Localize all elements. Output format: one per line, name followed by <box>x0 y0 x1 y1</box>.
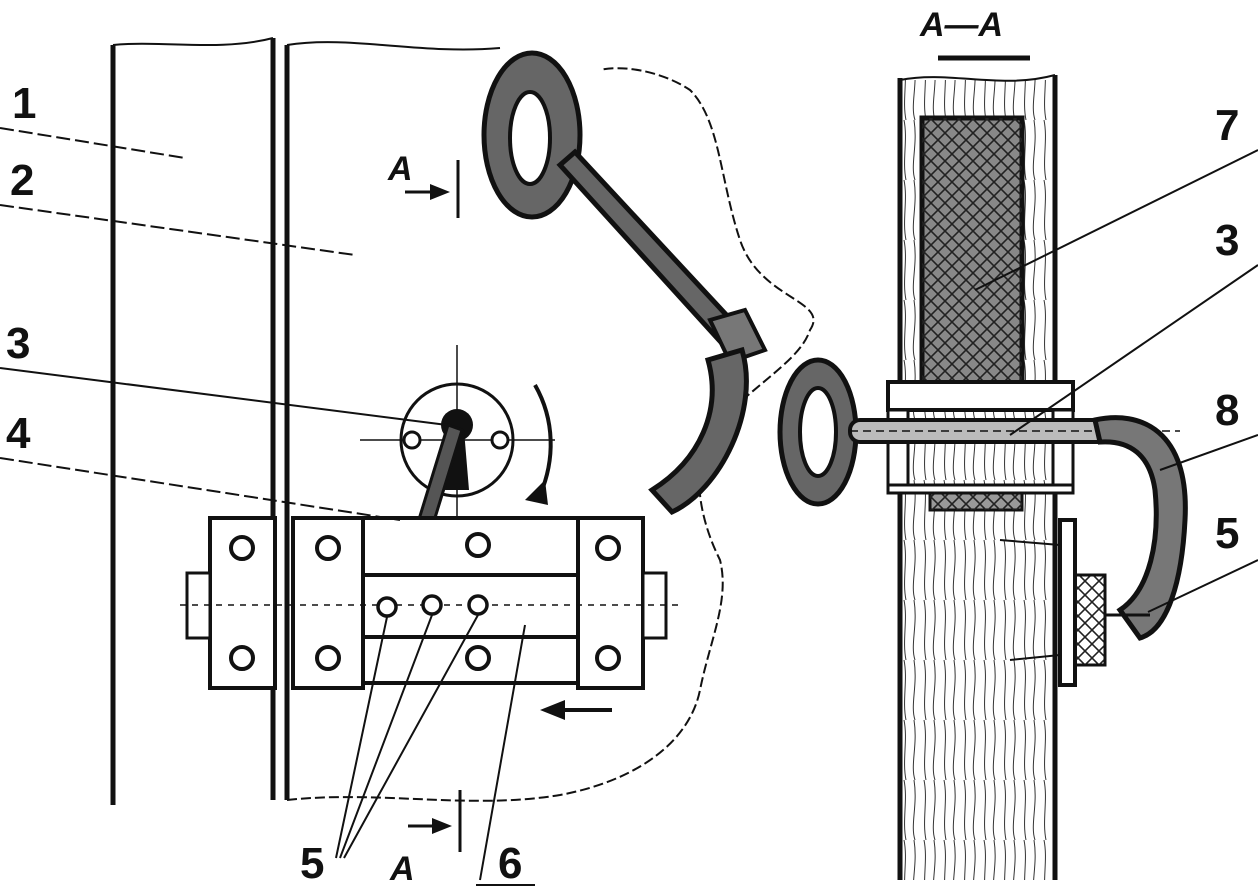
handle <box>1092 415 1188 641</box>
section-mark-top-label: A <box>387 150 413 188</box>
screw-head <box>490 430 510 450</box>
callout-screws-front: 5 <box>300 839 324 888</box>
callout-door-frame: 1 <box>12 79 36 128</box>
callout-key-shaft-front: 3 <box>6 319 30 368</box>
mount-screws <box>229 532 621 671</box>
bolt-screws <box>376 594 489 618</box>
section-mark-bottom: A <box>389 790 462 888</box>
bolt-assembly <box>180 516 680 690</box>
screw-head <box>402 430 422 450</box>
callout-door-leaf: 2 <box>10 156 34 205</box>
section-mark-top: A <box>387 150 460 218</box>
key <box>481 50 768 516</box>
section-title: A—A <box>919 6 1003 44</box>
callout-handle: 8 <box>1215 386 1239 435</box>
rotation-arrow <box>525 384 553 505</box>
callout-key-shaft-section: 3 <box>1215 216 1239 265</box>
callout-insert: 7 <box>1215 101 1239 150</box>
section-mark-bottom-label: A <box>389 850 415 888</box>
callouts: 1 2 3 4 5 6 7 3 8 5 <box>0 79 1258 888</box>
callout-lever: 4 <box>6 409 31 458</box>
slide-arrow <box>540 700 612 720</box>
callout-bolt: 6 <box>498 839 522 888</box>
callout-screw-section: 5 <box>1215 509 1239 558</box>
section-view: A—A <box>777 6 1188 880</box>
